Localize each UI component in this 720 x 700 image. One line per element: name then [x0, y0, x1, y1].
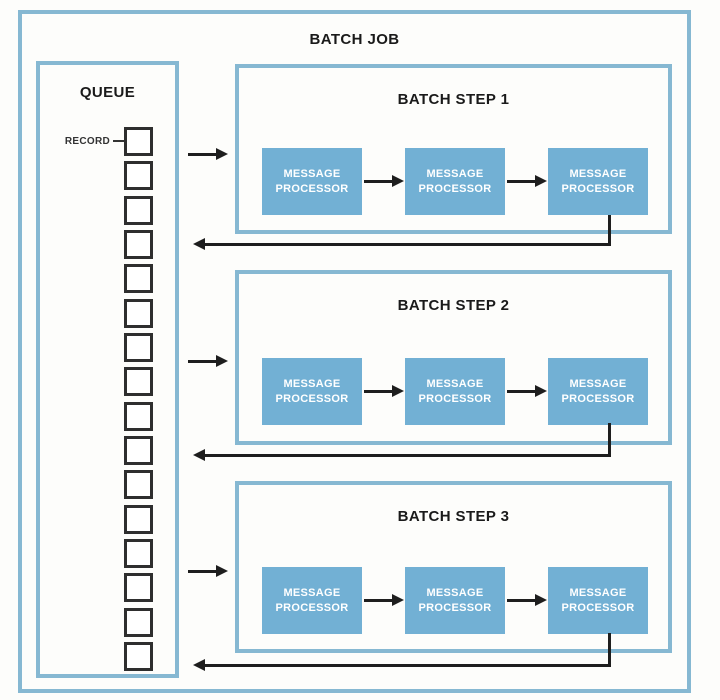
message-processor: MESSAGE PROCESSOR: [548, 358, 648, 425]
arrow-shaft: [364, 599, 394, 602]
record-callout-line: [113, 140, 124, 142]
arrow-shaft: [202, 243, 611, 246]
processor-arrow: [362, 175, 405, 188]
batch-step-1-title: BATCH STEP 1: [397, 91, 510, 108]
return-arrow-step2: [193, 449, 611, 462]
arrow-head-right-icon: [535, 385, 547, 397]
record-square: [124, 538, 153, 568]
batch-job-container: BATCH JOB: [18, 10, 691, 693]
record-square: [124, 401, 153, 431]
feed-arrow-step1: [188, 148, 228, 161]
batch-step-3-container: BATCH STEP 3 MESSAGE PROCESSOR MESSAGE P…: [235, 481, 672, 653]
feed-arrow-step2: [188, 355, 228, 368]
processor-row: MESSAGE PROCESSOR MESSAGE PROCESSOR MESS…: [262, 358, 648, 425]
record-callout: RECORD: [50, 134, 124, 148]
record-square: [124, 332, 153, 362]
arrow-head-left-icon: [193, 449, 205, 461]
arrow-head-right-icon: [535, 594, 547, 606]
return-connector-step1: [608, 215, 611, 246]
message-processor: MESSAGE PROCESSOR: [548, 148, 648, 215]
processor-arrow: [505, 175, 548, 188]
arrow-head-right-icon: [216, 355, 228, 367]
record-square: [124, 607, 153, 637]
batch-job-title: BATCH JOB: [309, 31, 400, 48]
record-square: [124, 435, 153, 465]
record-square: [124, 504, 153, 534]
arrow-head-left-icon: [193, 238, 205, 250]
message-processor: MESSAGE PROCESSOR: [262, 567, 362, 634]
arrow-shaft: [202, 454, 611, 457]
record-square: [124, 161, 153, 191]
batch-step-2-container: BATCH STEP 2 MESSAGE PROCESSOR MESSAGE P…: [235, 270, 672, 445]
arrow-shaft: [188, 570, 219, 573]
return-connector-step3: [608, 633, 611, 667]
record-square: [124, 367, 153, 397]
arrow-shaft: [188, 153, 219, 156]
processor-row: MESSAGE PROCESSOR MESSAGE PROCESSOR MESS…: [262, 148, 648, 215]
arrow-shaft: [507, 599, 537, 602]
arrow-head-right-icon: [392, 175, 404, 187]
arrow-head-right-icon: [216, 148, 228, 160]
message-processor: MESSAGE PROCESSOR: [405, 358, 505, 425]
record-list: [124, 127, 153, 671]
record-square: [124, 229, 153, 259]
processor-arrow: [505, 594, 548, 607]
arrow-head-right-icon: [535, 175, 547, 187]
batch-step-3-title: BATCH STEP 3: [397, 508, 510, 525]
queue-container: QUEUE RECORD: [36, 61, 179, 678]
record-square: [124, 195, 153, 225]
record-square: [124, 264, 153, 294]
feed-arrow-step3: [188, 565, 228, 578]
processor-arrow: [362, 594, 405, 607]
return-arrow-step1: [193, 238, 611, 251]
arrow-shaft: [364, 390, 394, 393]
record-label: RECORD: [64, 135, 110, 147]
processor-arrow: [505, 385, 548, 398]
message-processor: MESSAGE PROCESSOR: [262, 358, 362, 425]
record-square: [124, 641, 153, 671]
processor-row: MESSAGE PROCESSOR MESSAGE PROCESSOR MESS…: [262, 567, 648, 634]
processor-arrow: [362, 385, 405, 398]
arrow-head-left-icon: [193, 659, 205, 671]
record-square: [124, 127, 153, 156]
batch-step-2-title: BATCH STEP 2: [397, 297, 510, 314]
arrow-shaft: [188, 360, 219, 363]
arrow-shaft: [202, 664, 611, 667]
queue-title: QUEUE: [79, 84, 136, 101]
arrow-shaft: [507, 180, 537, 183]
arrow-head-right-icon: [216, 565, 228, 577]
message-processor: MESSAGE PROCESSOR: [405, 148, 505, 215]
message-processor: MESSAGE PROCESSOR: [262, 148, 362, 215]
record-square: [124, 470, 153, 500]
record-square: [124, 573, 153, 603]
message-processor: MESSAGE PROCESSOR: [405, 567, 505, 634]
arrow-head-right-icon: [392, 385, 404, 397]
record-square: [124, 298, 153, 328]
return-arrow-step3: [193, 659, 611, 672]
return-connector-step2: [608, 423, 611, 457]
arrow-shaft: [364, 180, 394, 183]
message-processor: MESSAGE PROCESSOR: [548, 567, 648, 634]
arrow-shaft: [507, 390, 537, 393]
batch-step-1-container: BATCH STEP 1 MESSAGE PROCESSOR MESSAGE P…: [235, 64, 672, 234]
arrow-head-right-icon: [392, 594, 404, 606]
